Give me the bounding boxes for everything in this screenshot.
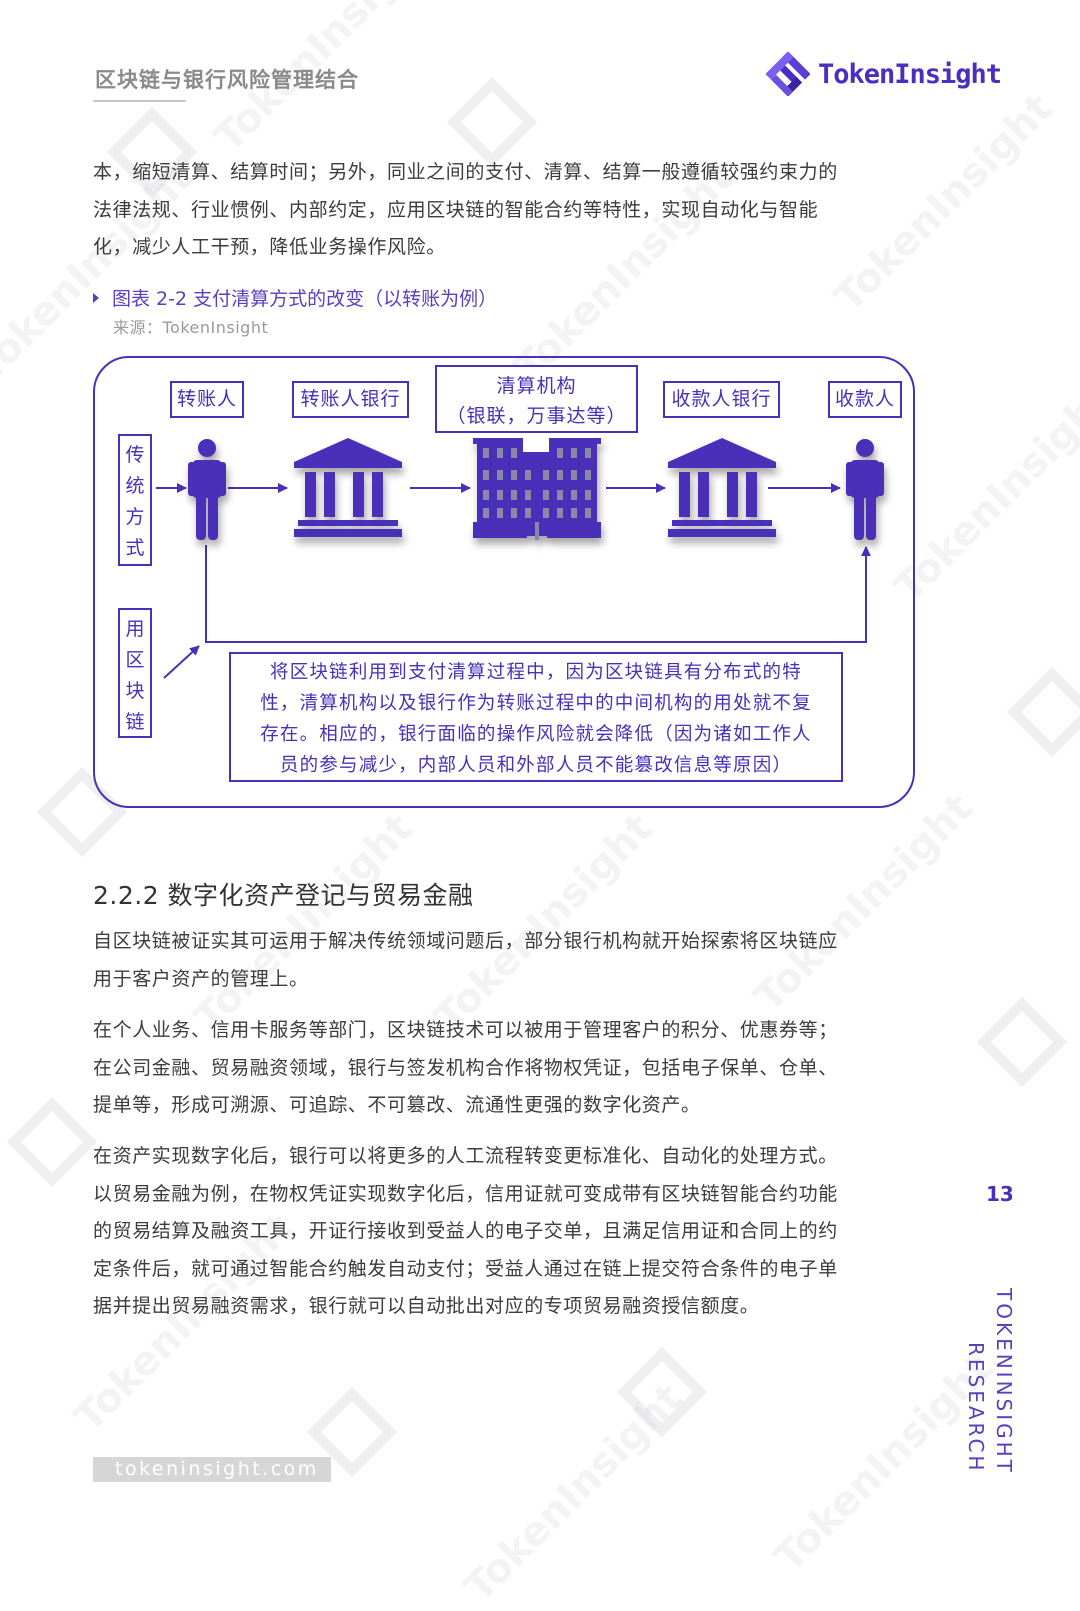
note-line: 存在。相应的，银行面临的操作风险就会降低（因为诸如工作人 [260, 724, 812, 745]
label-payer-bank: 转账人银行 [292, 381, 409, 418]
char: 用 [125, 618, 145, 640]
running-header-title: 区块链与银行风险管理结合 [95, 68, 359, 92]
label-payer: 转账人 [170, 381, 244, 418]
brand-logo: TokenInsight [766, 52, 1002, 96]
text-line: 的贸易结算及融资工具，开证行接收到受益人的电子交单，且满足信用证和合同上的约 [93, 1220, 838, 1242]
caption-triangle-icon [93, 292, 99, 303]
char: 链 [125, 711, 145, 733]
bank-icon [294, 438, 402, 537]
logo-wordmark: TokenInsight [818, 58, 1002, 90]
person-icon [188, 439, 226, 540]
label-payee-bank: 收款人银行 [663, 381, 780, 418]
char: 区 [125, 649, 145, 671]
person-icon [846, 439, 884, 540]
label-clearing-house: 清算机构 （银联，万事达等） [435, 365, 638, 433]
section-paragraph-1: 自区块链被证实其可运用于解决传统领域问题后，部分银行机构就开始探索将区块链应 用… [93, 923, 923, 998]
clearing-house-name: 清算机构 [496, 375, 577, 397]
office-building-icon [473, 438, 601, 540]
section-paragraph-3: 在资产实现数字化后，银行可以将更多的人工流程转变更标准化、自动化的处理方式。 以… [93, 1138, 923, 1326]
row-label-blockchain: 用 区 块 链 [118, 608, 152, 738]
section-heading: 2.2.2 数字化资产登记与贸易金融 [93, 881, 474, 910]
char: 方 [125, 506, 145, 528]
note-line: 将区块链利用到支付清算过程中，因为区块链具有分布式的特 [270, 662, 802, 683]
text-line: 据并提出贸易融资需求，银行就可以自动批出对应的专项贸易融资授信额度。 [93, 1295, 760, 1317]
figure-source: 来源：TokenInsight [113, 318, 269, 337]
payment-flow-diagram [93, 356, 915, 808]
sidebar-brand-line1: TOKENINSIGHT [992, 1288, 1016, 1475]
text-line: 在资产实现数字化后，银行可以将更多的人工流程转变更标准化、自动化的处理方式。 [93, 1145, 838, 1167]
blockchain-note-box: 将区块链利用到支付清算过程中，因为区块链具有分布式的特 性，清算机构以及银行作为… [229, 652, 843, 782]
tokeninsight-logo-icon [766, 52, 810, 96]
label-payee: 收款人 [828, 381, 902, 418]
text-line: 定条件后，就可通过智能合约触发自动支付；受益人通过在链上提交符合条件的电子单 [93, 1257, 838, 1280]
figure-caption: 图表 2-2 支付清算方式的改变（以转账为例） [93, 284, 497, 311]
note-line: 性，清算机构以及银行作为转账过程中的中间机构的用处就不复 [260, 693, 812, 714]
clearing-house-examples: （银联，万事达等） [446, 405, 627, 427]
text-line: 法律法规、行业惯例、内部约定，应用区块链的智能合约等特性，实现自动化与智能 [93, 198, 819, 221]
text-line: 在公司金融、贸易融资领域，银行与签发机构合作将物权凭证，包括电子保单、仓单、 [93, 1056, 838, 1079]
row-label-traditional: 传 统 方 式 [118, 434, 152, 566]
text-line: 化，减少人工干预，降低业务操作风险。 [93, 236, 446, 258]
text-line: 在个人业务、信用卡服务等部门，区块链技术可以被用于管理客户的积分、优惠券等； [93, 1019, 838, 1041]
diagram-connectors [156, 483, 871, 679]
char: 统 [125, 475, 145, 497]
section-paragraph-2: 在个人业务、信用卡服务等部门，区块链技术可以被用于管理客户的积分、优惠券等； 在… [93, 1012, 923, 1125]
figure-title: 图表 2-2 支付清算方式的改变（以转账为例） [112, 288, 498, 310]
char: 传 [125, 444, 145, 466]
text-line: 用于客户资产的管理上。 [93, 967, 309, 990]
char: 块 [125, 680, 145, 702]
char: 式 [125, 537, 145, 559]
intro-paragraph: 本，缩短清算、结算时间；另外，同业之间的支付、清算、结算一般遵循较强约束力的 法… [93, 154, 923, 267]
text-line: 以贸易金融为例，在物权凭证实现数字化后，信用证就可变成带有区块链智能合约功能 [93, 1182, 838, 1205]
sidebar-brand-line2: RESEARCH [964, 1342, 988, 1474]
bank-icon [668, 438, 776, 537]
footer-website-link[interactable]: tokeninsight.com [93, 1457, 331, 1482]
text-line: 自区块链被证实其可运用于解决传统领域问题后，部分银行机构就开始探索将区块链应 [93, 930, 838, 952]
note-line: 员的参与减少，内部人员和外部人员不能篡改信息等原因） [279, 755, 793, 776]
text-line: 本，缩短清算、结算时间；另外，同业之间的支付、清算、结算一般遵循较强约束力的 [93, 161, 838, 183]
page-number: 13 [986, 1182, 1014, 1206]
header-underline [93, 100, 186, 102]
text-line: 提单等，形成可溯源、可追踪、不可篡改、流通性更强的数字化资产。 [93, 1094, 701, 1116]
